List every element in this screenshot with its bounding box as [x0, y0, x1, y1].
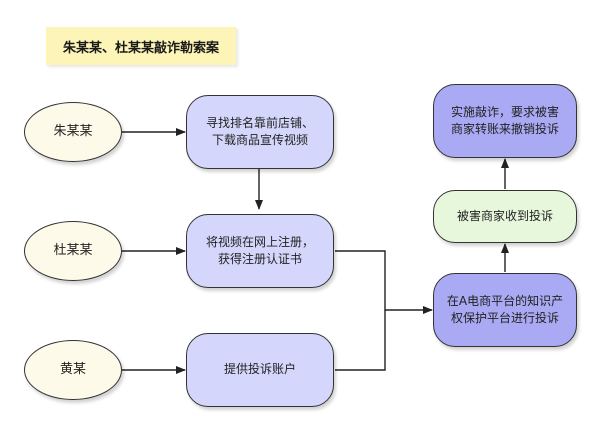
step-provide-account: 提供投诉账户 — [186, 333, 334, 407]
edge-account-to-platform — [335, 310, 386, 371]
person-huang: 黄某 — [24, 340, 122, 400]
edge-register-to-platform — [335, 250, 433, 314]
case-title: 朱某某、杜某某敲诈勒索案 — [62, 40, 219, 56]
step-extort-label: 实施敲诈，要求被害 商家转账来撤销投诉 — [450, 104, 559, 136]
step-find-videos-label: 寻找排名靠前店铺、 下载商品宣传视频 — [205, 115, 314, 147]
person-du-label: 杜某某 — [53, 242, 93, 258]
person-zhu-label: 朱某某 — [53, 123, 93, 139]
step-find-videos: 寻找排名靠前店铺、 下载商品宣传视频 — [186, 95, 334, 169]
step-complain-platform: 在A电商平台的知识产 权保护平台进行投诉 — [433, 273, 577, 347]
person-du: 杜某某 — [24, 221, 122, 281]
step-register: 将视频在网上注册， 获得注册认证书 — [186, 214, 334, 288]
step-extort: 实施敲诈，要求被害 商家转账来撤销投诉 — [433, 84, 577, 158]
step-complain-platform-label: 在A电商平台的知识产 权保护平台进行投诉 — [446, 293, 564, 325]
step-register-label: 将视频在网上注册， 获得注册认证书 — [205, 234, 314, 266]
person-zhu: 朱某某 — [24, 102, 122, 162]
person-huang-label: 黄某 — [59, 361, 86, 377]
step-merchant-receives-label: 被害商家收到投诉 — [456, 208, 553, 223]
case-title-note: 朱某某、杜某某敲诈勒索案 — [46, 27, 236, 65]
step-provide-account-label: 提供投诉账户 — [223, 362, 296, 377]
step-merchant-receives: 被害商家收到投诉 — [433, 190, 577, 243]
